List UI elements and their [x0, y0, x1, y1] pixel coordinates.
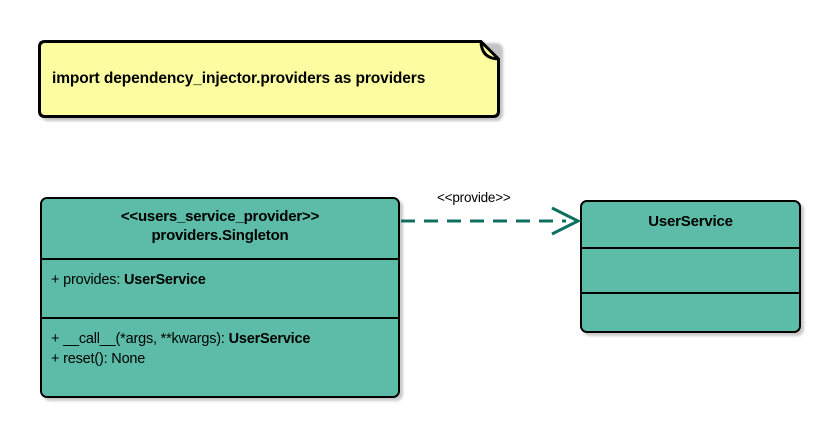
class-box-users-service-provider[interactable]: <<users_service_provider>> providers.Sin…	[40, 197, 400, 398]
class-attributes-compartment	[582, 247, 799, 292]
operation-separator: :	[103, 351, 112, 367]
operation-separator: :	[220, 331, 229, 347]
attribute-row: + provides: UserService	[51, 270, 398, 290]
operation-name: __call__(*args, **kwargs)	[63, 331, 221, 347]
open-arrowhead-icon	[551, 206, 582, 236]
operation-name: reset()	[63, 351, 104, 367]
note-text: import dependency_injector.providers as …	[52, 70, 426, 87]
class-name: UserService	[648, 213, 733, 230]
class-name: providers.Singleton	[151, 227, 289, 244]
attribute-visibility: +	[51, 272, 60, 288]
note-shape-icon	[38, 40, 500, 118]
attribute-name: provides	[63, 272, 117, 288]
class-box-userservice[interactable]: UserService	[580, 200, 801, 333]
attribute-type: UserService	[124, 272, 206, 288]
operation-row: + reset(): None	[51, 349, 398, 369]
operation-type: None	[111, 351, 146, 367]
class-attributes-compartment: + provides: UserService	[42, 258, 398, 317]
class-title-compartment: <<users_service_provider>> providers.Sin…	[42, 199, 398, 258]
operation-visibility: +	[51, 351, 60, 367]
class-operations-compartment: + __call__(*args, **kwargs): UserService…	[42, 317, 398, 396]
operation-row: + __call__(*args, **kwargs): UserService	[51, 329, 398, 349]
uml-note[interactable]: import dependency_injector.providers as …	[38, 40, 503, 121]
class-stereotype: <<users_service_provider>>	[120, 208, 320, 225]
operation-visibility: +	[51, 331, 60, 347]
connector-label: <<provide>>	[437, 190, 511, 205]
class-title-compartment: UserService	[582, 202, 799, 247]
attribute-separator: :	[116, 272, 125, 288]
class-operations-compartment	[582, 292, 799, 331]
operation-type: UserService	[228, 331, 311, 347]
